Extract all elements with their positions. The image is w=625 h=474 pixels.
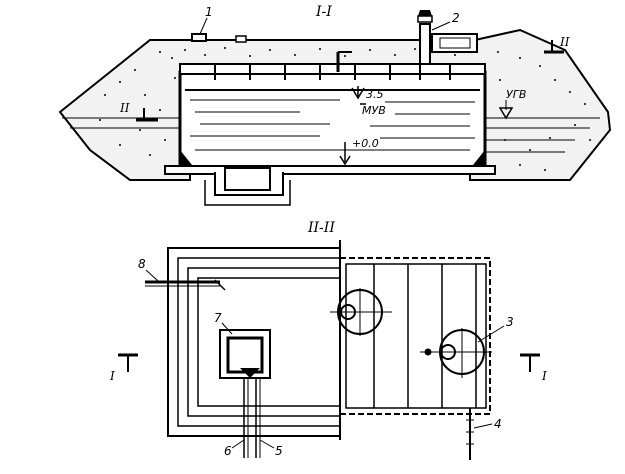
- svg-text:II: II: [559, 35, 570, 49]
- zero-level: +0.0: [339, 137, 379, 166]
- zero-level-label: +0.0: [352, 137, 379, 150]
- groundwater-lines: [62, 117, 600, 153]
- callout-7: 7: [214, 311, 222, 325]
- roof-slab: [179, 63, 486, 75]
- drain-pipes: [243, 378, 261, 458]
- roof-hatch: [191, 33, 207, 42]
- section-ii-ii: II-II 8 7 6: [109, 220, 547, 460]
- svg-text:I: I: [541, 369, 547, 383]
- ventilation-riser: [417, 10, 478, 65]
- callout-2: 2: [452, 11, 460, 25]
- soil-texture: [99, 47, 591, 171]
- tank-body: [178, 70, 487, 170]
- groundwater-level: УГВ: [498, 88, 526, 120]
- callout-8: 8: [138, 257, 146, 271]
- svg-text:I: I: [109, 369, 115, 383]
- pipe-8: [145, 279, 226, 291]
- groundwater-label: УГВ: [506, 88, 526, 101]
- cut-marker-i-left: I: [109, 353, 138, 383]
- left-corner: [180, 150, 192, 165]
- callout-4: 4: [494, 417, 502, 431]
- callout-5: 5: [275, 444, 283, 458]
- right-corner: [473, 150, 485, 165]
- hatch-circle-upper: [330, 288, 392, 336]
- water-lines: [185, 89, 480, 151]
- max-level-code: МУВ: [362, 104, 386, 117]
- sump-inner: [224, 167, 271, 191]
- cut-marker-ii-left: II: [119, 101, 158, 122]
- sump-foundation: [204, 180, 291, 206]
- roof-ribs: [214, 64, 451, 80]
- hatch-circle-lower: [420, 328, 492, 378]
- max-water-level: 3.5 МУВ: [351, 86, 386, 117]
- base-slab: [164, 165, 496, 175]
- cut-marker-i-right: I: [520, 353, 547, 383]
- max-level-value: 3.5: [366, 88, 384, 101]
- section-title-bottom: II-II: [307, 220, 335, 236]
- callout-3: 3: [506, 315, 514, 329]
- cut-marker-ii-right: II: [544, 35, 570, 54]
- pipe-4: [466, 408, 474, 460]
- plan-right-half: [339, 257, 491, 415]
- section-i-i: 3.5 МУВ +0.0 УГВ II II 1 2: [58, 4, 612, 206]
- callout-1: 1: [205, 5, 213, 19]
- section-title-top: I-I: [315, 4, 332, 20]
- callout-6: 6: [224, 444, 232, 458]
- roof-hatch-2: [235, 35, 247, 43]
- svg-text:II: II: [119, 101, 130, 115]
- sump-7-plan: [219, 329, 271, 379]
